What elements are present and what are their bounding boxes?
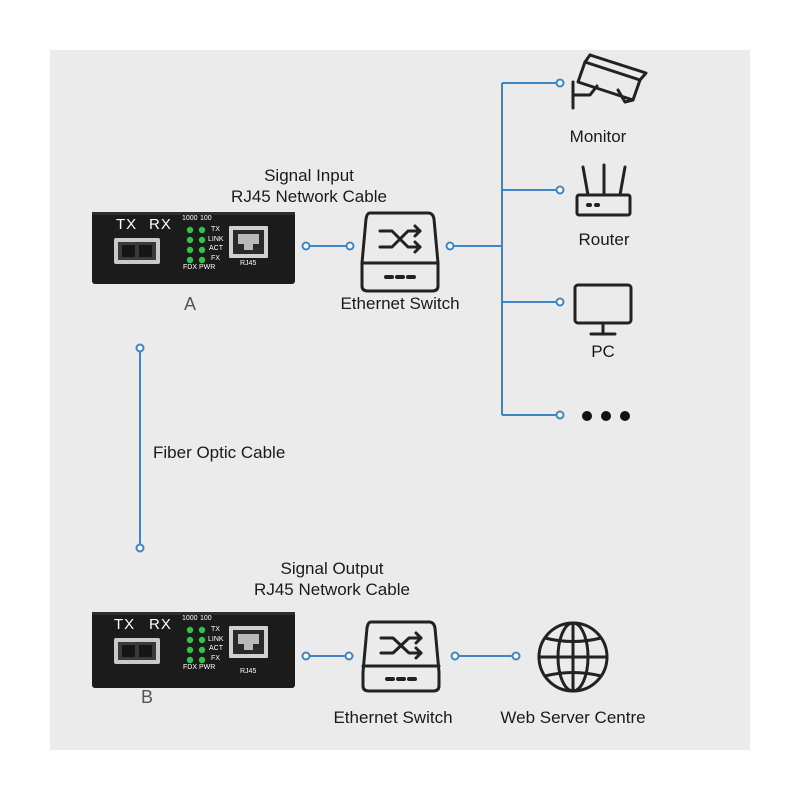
led-act-label: ACT xyxy=(209,245,223,252)
monitor-label: Monitor xyxy=(569,127,627,146)
converter-b-letter: B xyxy=(141,687,154,707)
media-converter-a xyxy=(92,212,295,284)
led-act-label: ACT xyxy=(209,645,223,652)
security-camera-icon xyxy=(571,53,648,110)
signal-input-line2: RJ45 Network Cable xyxy=(231,187,387,206)
speed-1000-label: 1000 xyxy=(182,615,198,622)
rj45-label: RJ45 xyxy=(240,668,257,675)
ethernet-switch-bottom-label: Ethernet Switch xyxy=(333,708,453,727)
ethernet-switch-top-icon xyxy=(360,211,440,293)
tx-label: TX xyxy=(114,616,136,633)
sfp-port-icon xyxy=(114,638,160,664)
rj45-label: RJ45 xyxy=(240,260,257,267)
connector-dot xyxy=(555,297,565,307)
sfp-port-icon xyxy=(114,238,160,264)
connector-dot xyxy=(555,410,565,420)
led-link-label: LINK xyxy=(208,636,224,643)
led-indicators-icon xyxy=(186,626,206,664)
led-link-label: LINK xyxy=(208,236,224,243)
connector-dot xyxy=(511,651,521,661)
ethernet-switch-bottom-icon xyxy=(361,620,441,693)
connector-dot xyxy=(135,343,145,353)
connector-dot xyxy=(301,241,311,251)
ethernet-switch-top-label: Ethernet Switch xyxy=(340,294,460,313)
speed-1000-label: 1000 xyxy=(182,215,198,222)
connector-dot xyxy=(555,185,565,195)
connector-dot xyxy=(445,241,455,251)
speed-100-label: 100 xyxy=(200,215,212,222)
converter-a-letter: A xyxy=(184,294,197,314)
rx-label: RX xyxy=(149,216,172,233)
connector-dot xyxy=(135,543,145,553)
signal-input-line1: Signal Input xyxy=(264,166,354,185)
web-server-label: Web Server Centre xyxy=(500,708,646,727)
led-indicators-icon xyxy=(186,226,206,264)
rx-label: RX xyxy=(149,616,172,633)
media-converter-b xyxy=(92,612,295,688)
signal-output-line1: Signal Output xyxy=(280,559,384,578)
connector-dot xyxy=(450,651,460,661)
led-fx-label: FX xyxy=(211,655,220,662)
more-devices-icon xyxy=(582,411,630,421)
led-tx-label: TX xyxy=(211,626,220,633)
rj45-port-icon xyxy=(229,226,268,258)
signal-output-line2: RJ45 Network Cable xyxy=(254,580,410,599)
pwr-label: PWR xyxy=(199,264,216,271)
globe-icon xyxy=(537,621,609,693)
router-icon xyxy=(575,163,632,217)
signal-output-label: Signal Output RJ45 Network Cable xyxy=(245,558,419,600)
led-tx-label: TX xyxy=(211,226,220,233)
connector-dot xyxy=(344,651,354,661)
speed-100-label: 100 xyxy=(200,615,212,622)
connector-dot xyxy=(301,651,311,661)
led-fx-label: FX xyxy=(211,255,220,262)
fdx-label: FDX xyxy=(183,664,197,671)
connector-dot xyxy=(555,78,565,88)
pc-monitor-icon xyxy=(573,283,633,336)
pwr-label: PWR xyxy=(199,664,216,671)
connector-dot xyxy=(345,241,355,251)
signal-input-label: Signal Input RJ45 Network Cable xyxy=(222,165,396,207)
rj45-port-icon xyxy=(229,626,268,658)
fiber-optic-label: Fiber Optic Cable xyxy=(153,443,286,462)
pc-label: PC xyxy=(591,342,615,361)
connection-lines xyxy=(135,78,565,661)
tx-label: TX xyxy=(116,216,138,233)
router-label: Router xyxy=(578,230,630,249)
fdx-label: FDX xyxy=(183,264,197,271)
